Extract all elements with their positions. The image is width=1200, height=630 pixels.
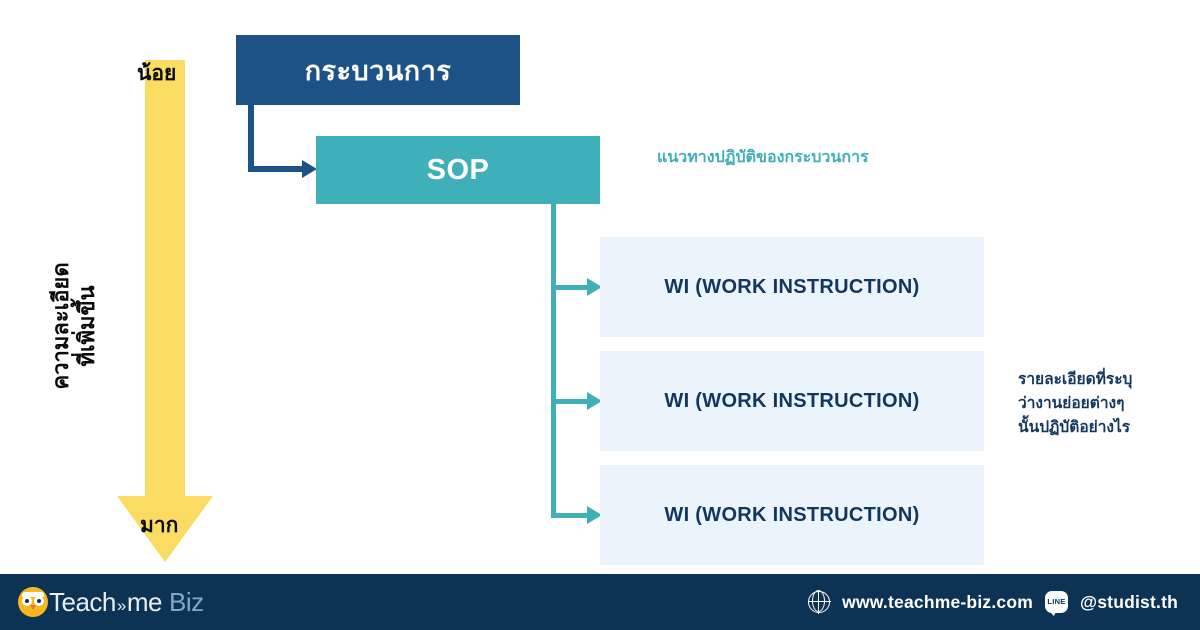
globe-icon — [807, 590, 831, 614]
logo-biz-text: Biz — [168, 586, 204, 617]
line-icon-label: LINE — [1047, 597, 1066, 607]
wi-caption-line3: นั้นปฏิบัติอย่างไร — [1018, 419, 1131, 437]
arrow-label-low: น้อย — [137, 62, 177, 85]
wi-box-1: WI (WORK INSTRUCTION) — [600, 237, 984, 337]
connector-process-to-sop-arrowhead — [302, 160, 317, 178]
process-box: กระบวนการ — [236, 35, 520, 105]
detail-axis-caption-line2: ที่เพิ่มขึ้น — [74, 285, 99, 367]
arrow-label-high: มาก — [140, 514, 179, 537]
logo-me-text: me — [126, 586, 163, 617]
connector-sop-trunk — [551, 204, 556, 518]
connector-sop-to-wi-1-line — [551, 285, 589, 290]
detail-axis-caption-line1: ความละเอียด — [48, 262, 74, 390]
detail-gradient-arrow-head — [117, 496, 213, 562]
sop-box: SOP — [316, 136, 600, 204]
sop-caption: แนวทางปฏิบัติของกระบวนการ — [657, 149, 869, 166]
connector-sop-to-wi-2-line — [551, 399, 589, 404]
logo-teach-text: Teach — [49, 586, 116, 617]
website-url[interactable]: www.teachme-biz.com — [842, 591, 1033, 612]
wi-box-3: WI (WORK INSTRUCTION) — [600, 465, 984, 565]
wi-caption-line1: รายละเอียดที่ระบุ — [1018, 371, 1133, 388]
wi-caption-line2: ว่างานย่อยต่างๆ — [1018, 395, 1125, 413]
wi-box-2: WI (WORK INSTRUCTION) — [600, 351, 984, 451]
connector-sop-to-wi-3-arrowhead — [587, 506, 602, 524]
wi-caption: รายละเอียดที่ระบุ ว่างานย่อยต่างๆ นั้นปฏ… — [1018, 368, 1132, 440]
line-icon[interactable]: LINE — [1044, 591, 1068, 616]
owl-mascot-icon — [18, 587, 48, 617]
connector-sop-to-wi-2-arrowhead — [587, 392, 602, 410]
connector-sop-to-wi-3-line — [551, 513, 589, 518]
connector-process-to-sop-vertical — [248, 105, 254, 167]
connector-sop-to-wi-1-arrowhead — [587, 278, 602, 296]
detail-gradient-arrow-shaft — [145, 60, 185, 500]
sound-wave-icon: » — [116, 595, 126, 615]
footer-contact-group: www.teachme-biz.com LINE @studist.th — [807, 590, 1178, 616]
connector-process-to-sop-horizontal — [248, 166, 304, 172]
detail-axis-caption: ความละเอียด ที่เพิ่มขึ้น — [48, 226, 100, 426]
line-account-id[interactable]: @studist.th — [1079, 591, 1178, 612]
